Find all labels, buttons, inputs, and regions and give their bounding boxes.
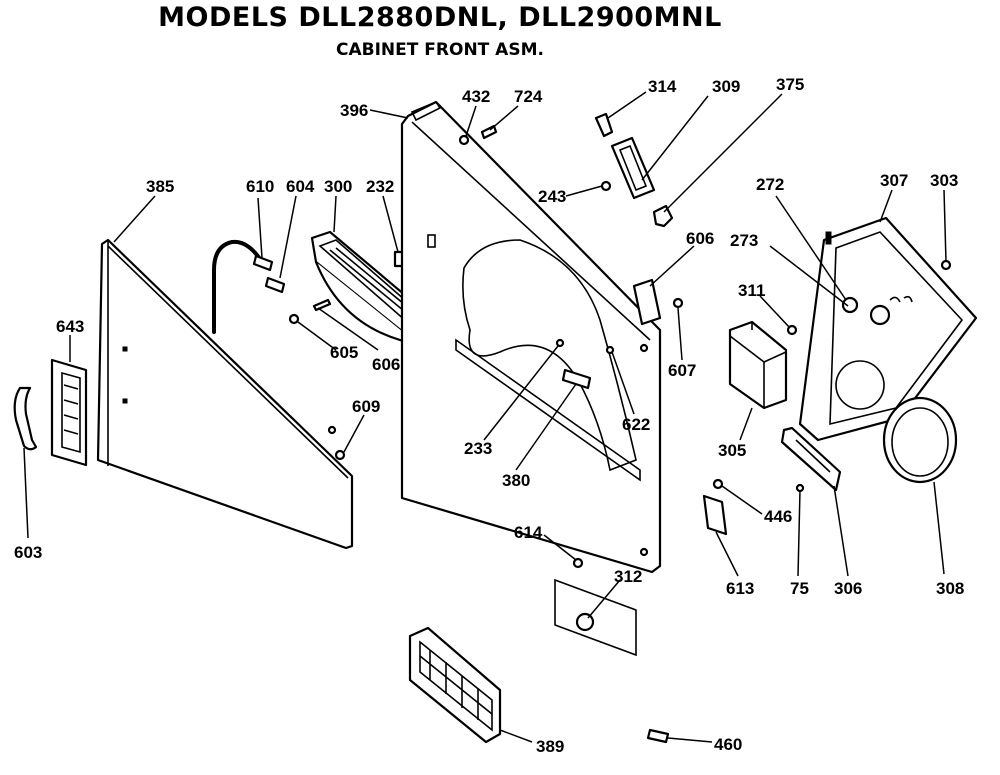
callout-312: 312 (614, 567, 642, 586)
rear-bracket-307 (798, 216, 978, 442)
front-panel-396 (327, 100, 670, 744)
callout-305: 305 (718, 441, 746, 460)
callout-272: 272 (756, 175, 784, 194)
callout-607: 607 (668, 361, 696, 380)
callout-606-top: 606 (686, 229, 714, 248)
screws-432-724 (458, 124, 498, 146)
callout-307: 307 (880, 171, 908, 190)
callout-233: 233 (464, 439, 492, 458)
callout-605: 605 (330, 343, 358, 362)
door-panel-385 (96, 238, 354, 550)
callout-306: 306 (834, 579, 862, 598)
callout-labels: 385 610 604 300 232 396 432 724 314 309 … (14, 75, 964, 756)
callout-622: 622 (622, 415, 650, 434)
callout-75: 75 (790, 579, 809, 598)
callout-314: 314 (648, 77, 677, 96)
callout-375: 375 (776, 75, 804, 94)
block-305 (728, 320, 798, 410)
callout-606-left: 606 (372, 355, 400, 374)
callout-603: 603 (14, 543, 42, 562)
callout-724: 724 (514, 87, 543, 106)
callout-609: 609 (352, 397, 380, 416)
callout-303: 303 (930, 171, 958, 190)
callout-460: 460 (714, 735, 742, 754)
diagram-title: MODELS DLL2880DNL, DLL2900MNL (158, 2, 722, 33)
callout-311: 311 (738, 281, 765, 300)
latch-assembly-309 (594, 112, 674, 228)
door-handle-603 (13, 386, 38, 451)
callout-380: 380 (502, 471, 530, 490)
callout-446: 446 (764, 507, 792, 526)
bracket-606 (632, 278, 684, 326)
ring-308 (882, 396, 958, 484)
callout-396: 396 (340, 101, 368, 120)
leader-lines (23, 91, 947, 743)
wire-harness-610 (212, 239, 332, 334)
callout-243: 243 (538, 187, 566, 206)
callout-604: 604 (286, 177, 315, 196)
callout-300: 300 (324, 177, 352, 196)
handle-bezel-643 (50, 358, 88, 467)
callout-309: 309 (712, 77, 740, 96)
callout-613: 613 (726, 579, 754, 598)
callout-389: 389 (536, 737, 564, 756)
diagram-subtitle: CABINET FRONT ASM. (336, 40, 544, 60)
callout-432: 432 (462, 87, 490, 106)
callout-610: 610 (246, 177, 274, 196)
callout-273: 273 (730, 231, 758, 250)
callout-308: 308 (936, 579, 964, 598)
callout-643: 643 (56, 317, 84, 336)
bracket-306 (702, 426, 842, 536)
lint-grille-389 (408, 626, 502, 744)
callout-385: 385 (146, 177, 174, 196)
callout-614: 614 (514, 523, 543, 542)
callout-232: 232 (366, 177, 394, 196)
